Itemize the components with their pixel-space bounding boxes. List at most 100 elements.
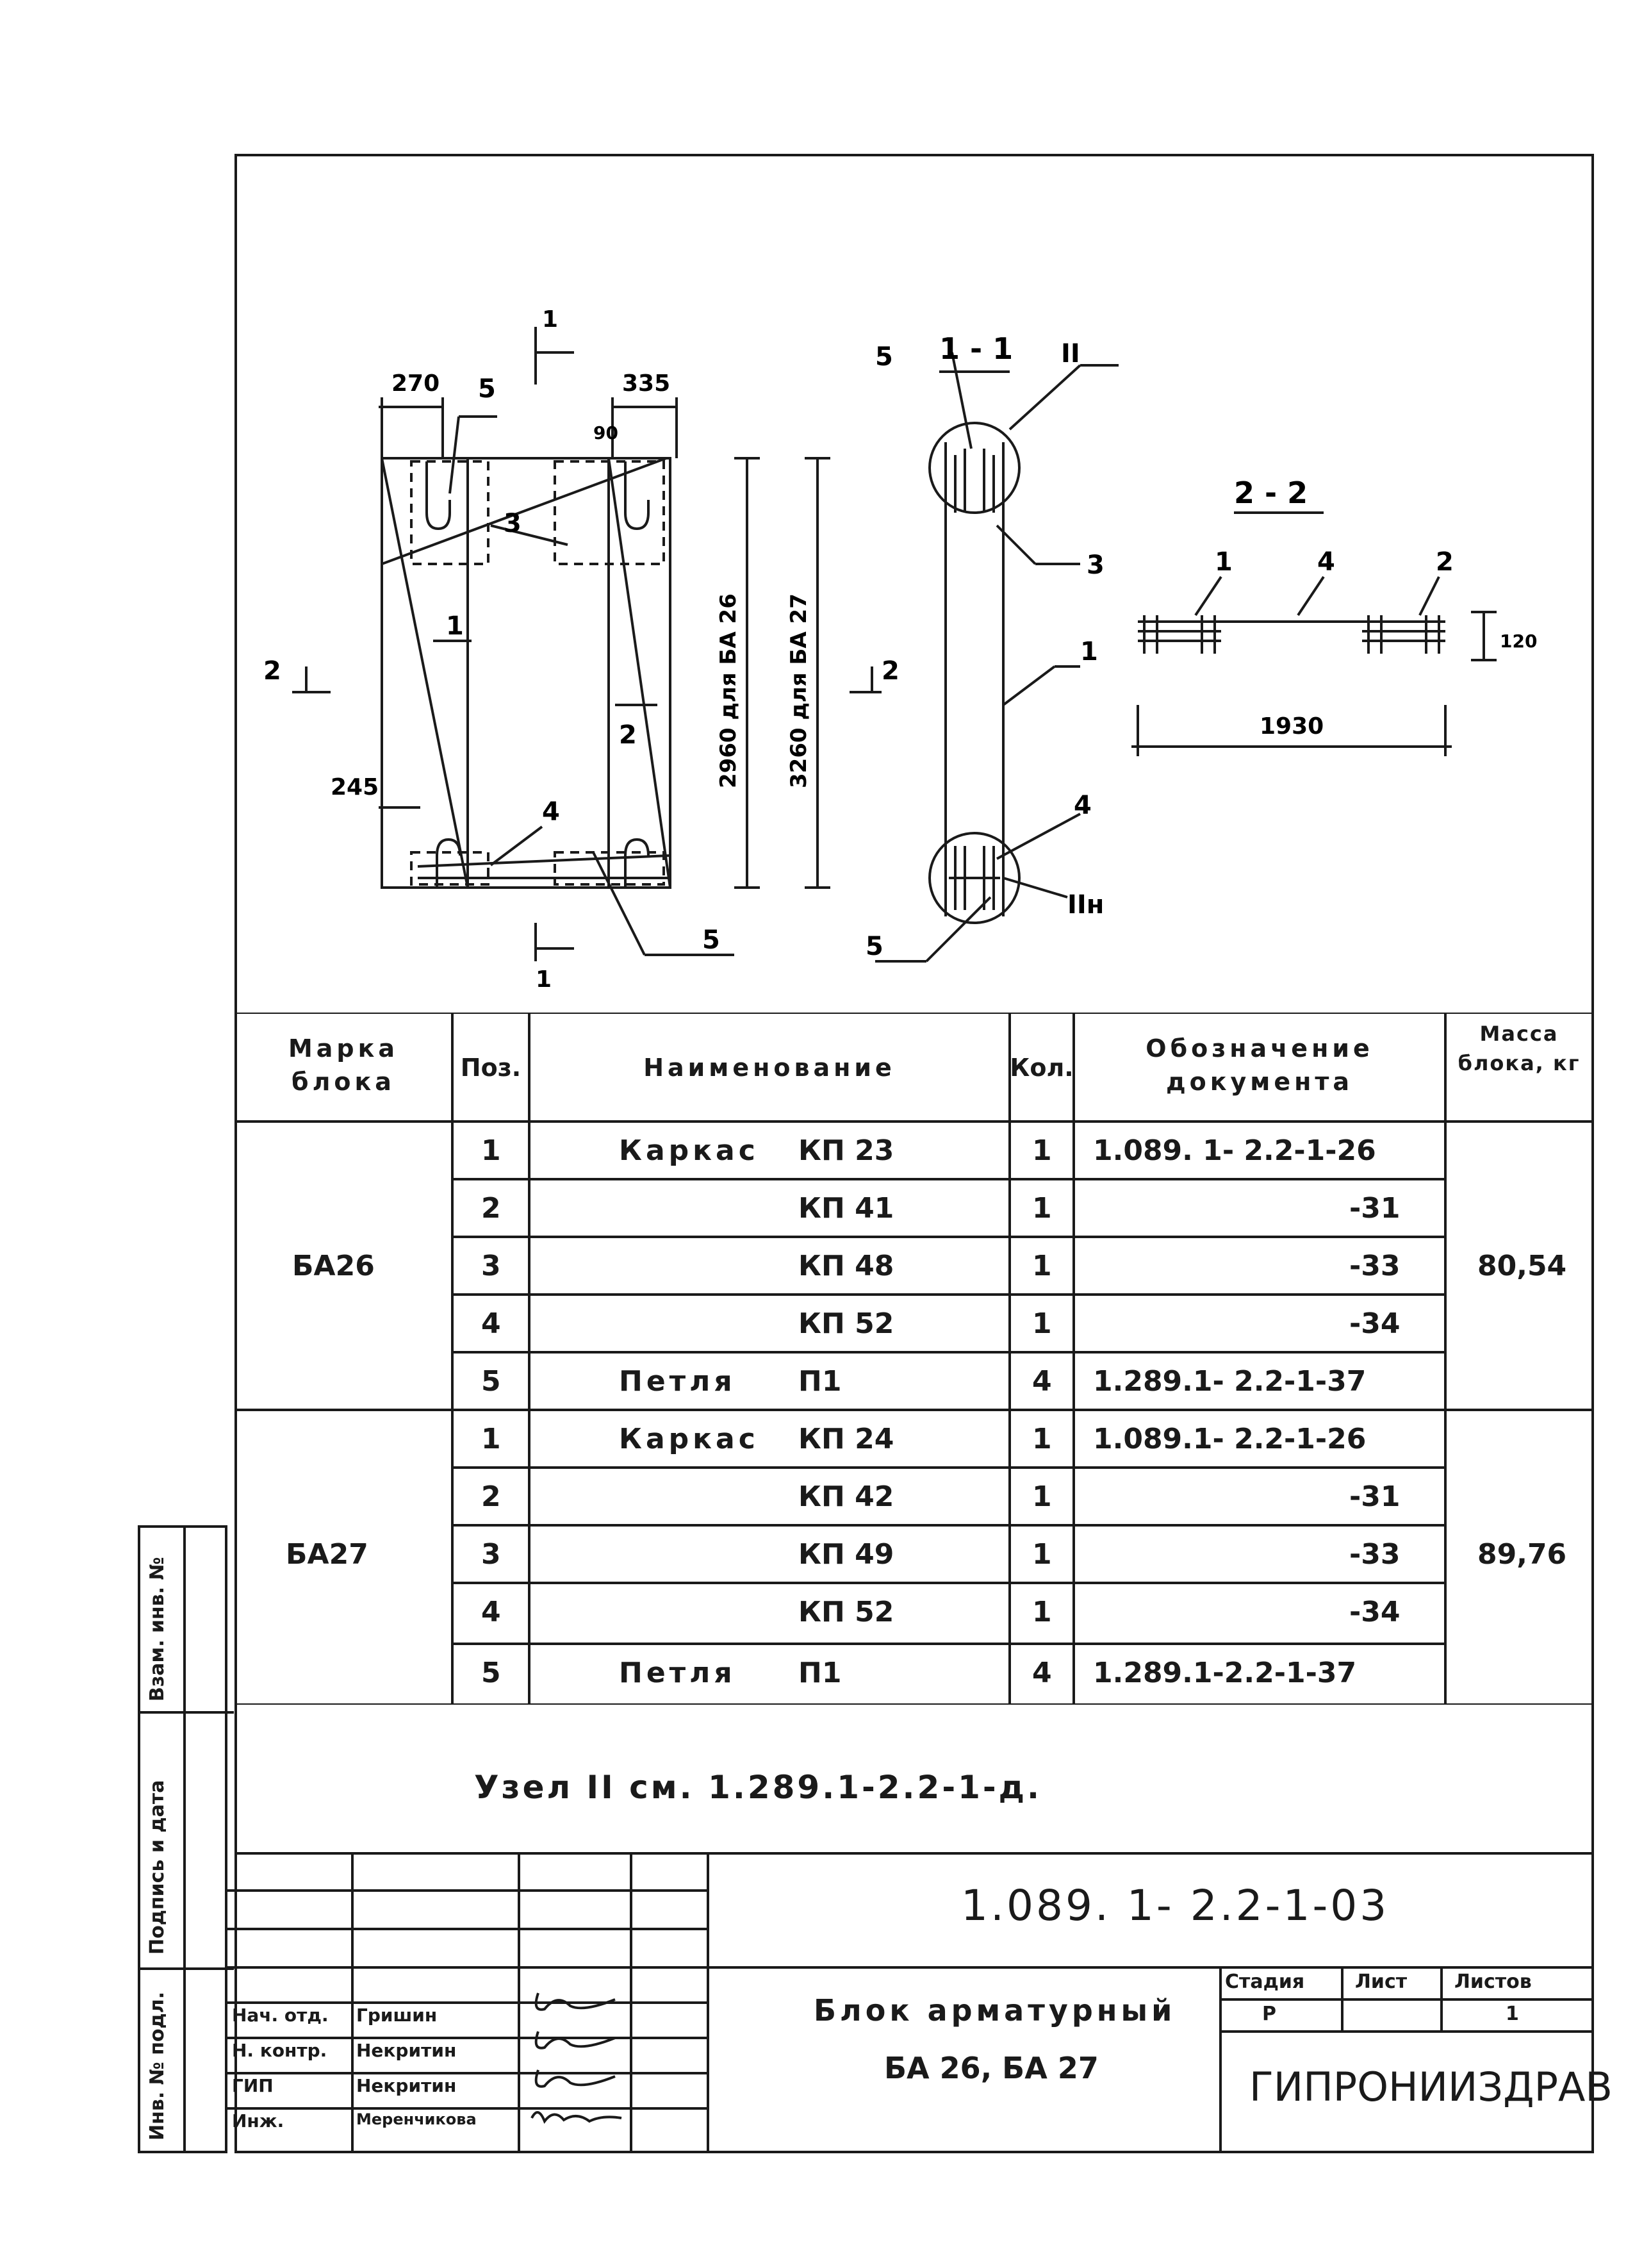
signatures xyxy=(530,1992,622,2124)
sheet-frame xyxy=(234,154,1594,2153)
row-name-a: Петля xyxy=(619,1365,736,1398)
dim-245: 245 xyxy=(331,774,379,800)
row-pos: 4 xyxy=(481,1307,501,1340)
row-pos: 5 xyxy=(481,1365,501,1398)
side-stamp xyxy=(138,1525,227,2153)
block-outline xyxy=(381,457,671,889)
cut-mark-2-left: 2 xyxy=(263,656,281,686)
title-block-grid xyxy=(227,1852,1594,2153)
label-3: 3 xyxy=(504,509,522,538)
drawing-area: 270 335 90 245 1930 120 2960 для БА 26 3… xyxy=(263,306,1537,993)
dim-1930: 1930 xyxy=(1260,713,1324,740)
label-5-top: 5 xyxy=(478,374,496,404)
dim-2960: 2960 для БА 26 xyxy=(716,593,741,788)
dim-3260: 3260 для БА 27 xyxy=(786,593,812,788)
organization: ГИПРОНИИЗДРАВ xyxy=(1249,2064,1613,2110)
signer-role: Н. контр. xyxy=(232,2040,327,2061)
sec-label-4: 4 xyxy=(1074,791,1092,820)
signer-role: Инж. xyxy=(232,2110,284,2131)
row-qty: 1 xyxy=(1032,1423,1052,1455)
row-qty: 1 xyxy=(1032,1307,1052,1340)
row-name-b: П1 xyxy=(798,1657,842,1689)
row-name-b: КП 48 xyxy=(798,1250,894,1282)
header-mass: Масса блока, кг xyxy=(1458,1022,1581,1075)
side-stamp-sep2 xyxy=(138,1967,234,1970)
document-code: 1.089. 1- 2.2-1-03 xyxy=(961,1881,1390,1930)
row-doc: -34 xyxy=(1349,1596,1401,1628)
header-mark: Марка блока xyxy=(288,1034,399,1096)
row-pos: 4 xyxy=(481,1596,501,1628)
row-pos: 1 xyxy=(481,1423,501,1455)
group-mass-ba27: 89,76 xyxy=(1477,1538,1567,1571)
row-pos: 5 xyxy=(481,1657,501,1689)
s22-label-1: 1 xyxy=(1215,547,1233,577)
header-qty: Кол. xyxy=(1010,1054,1074,1082)
row-doc: 1.089.1- 2.2-1-26 xyxy=(1093,1423,1367,1455)
group-mass-ba26: 80,54 xyxy=(1477,1250,1567,1282)
row-qty: 1 xyxy=(1032,1134,1052,1167)
sec-label-5-top: 5 xyxy=(875,342,893,372)
row-qty: 4 xyxy=(1032,1657,1052,1689)
section-1-1-title: 1 - 1 xyxy=(939,331,1013,366)
group-mark-ba26: БА26 xyxy=(292,1250,375,1282)
signer-name: Некритин xyxy=(356,2075,457,2096)
row-name-b: КП 52 xyxy=(798,1596,894,1628)
row-qty: 1 xyxy=(1032,1538,1052,1571)
note-divider xyxy=(234,1852,1594,1855)
row-pos: 2 xyxy=(481,1480,501,1513)
cut-mark-1-top: 1 xyxy=(542,306,558,333)
row-pos: 3 xyxy=(481,1250,501,1282)
header-pos: Поз. xyxy=(460,1054,522,1082)
row-name-b: П1 xyxy=(798,1365,842,1398)
row-name-b: КП 49 xyxy=(798,1538,894,1571)
header-name: Наименование xyxy=(643,1054,896,1082)
group-mark-ba27: БА27 xyxy=(286,1538,368,1571)
row-doc: 1.089. 1- 2.2-1-26 xyxy=(1093,1134,1376,1167)
s22-label-2: 2 xyxy=(1436,547,1454,577)
row-qty: 1 xyxy=(1032,1250,1052,1282)
stamp-podpis: Подпись и дата xyxy=(146,1780,168,1955)
row-qty: 4 xyxy=(1032,1365,1052,1398)
row-qty: 1 xyxy=(1032,1480,1052,1513)
sheets-value: 1 xyxy=(1506,2003,1519,2025)
sheets-header: Листов xyxy=(1454,1971,1532,1993)
row-doc: -31 xyxy=(1349,1480,1401,1513)
row-qty: 1 xyxy=(1032,1192,1052,1225)
stamp-inv: Инв. № подл. xyxy=(146,1991,168,2140)
signer-name: Некритин xyxy=(356,2040,457,2061)
sec-label-1: 1 xyxy=(1080,637,1098,666)
sheet-header: Лист xyxy=(1355,1971,1408,1993)
sec-label-3: 3 xyxy=(1087,550,1105,580)
row-pos: 2 xyxy=(481,1192,501,1225)
signer-name: Меренчикова xyxy=(356,2110,477,2128)
node-circle-bottom xyxy=(928,832,1021,924)
cut-mark-1-bottom: 1 xyxy=(536,966,552,993)
row-name-b: КП 42 xyxy=(798,1480,894,1513)
stage-header: Стадия xyxy=(1225,1971,1305,1993)
row-pos: 3 xyxy=(481,1538,501,1571)
sec-label-node-top: II xyxy=(1061,339,1080,368)
s22-label-4: 4 xyxy=(1317,547,1335,577)
row-doc: 1.289.1- 2.2-1-37 xyxy=(1093,1365,1367,1398)
dim-270: 270 xyxy=(391,370,440,397)
row-name-a: Каркас xyxy=(619,1134,759,1167)
row-name-b: КП 52 xyxy=(798,1307,894,1340)
cut-mark-2-right: 2 xyxy=(882,656,900,686)
spec-table: Марка блока Поз. Наименование Кол. Обозн… xyxy=(234,1013,1594,1705)
sec-label-node-bottom: IIн xyxy=(1067,890,1104,920)
row-doc: -33 xyxy=(1349,1538,1401,1571)
stamp-vzam: Взам. инв. № xyxy=(146,1557,168,1701)
row-name-b: КП 23 xyxy=(798,1134,894,1167)
label-5-bottom: 5 xyxy=(702,925,720,955)
node-circle-top xyxy=(928,422,1021,514)
row-name-b: КП 41 xyxy=(798,1192,894,1225)
dim-120: 120 xyxy=(1500,631,1537,652)
label-1: 1 xyxy=(446,611,464,641)
signer-name: Гришин xyxy=(356,2005,438,2026)
row-doc: 1.289.1-2.2-1-37 xyxy=(1093,1657,1357,1689)
title-line-2: БА 26, БА 27 xyxy=(884,2051,1099,2085)
spec-table-grid xyxy=(234,1013,1594,1705)
node-note: Узел II см. 1.289.1-2.2-1-д. xyxy=(474,1769,1042,1806)
sec-label-5-bottom: 5 xyxy=(866,932,883,961)
header-doc: Обозначение документа xyxy=(1146,1034,1374,1096)
